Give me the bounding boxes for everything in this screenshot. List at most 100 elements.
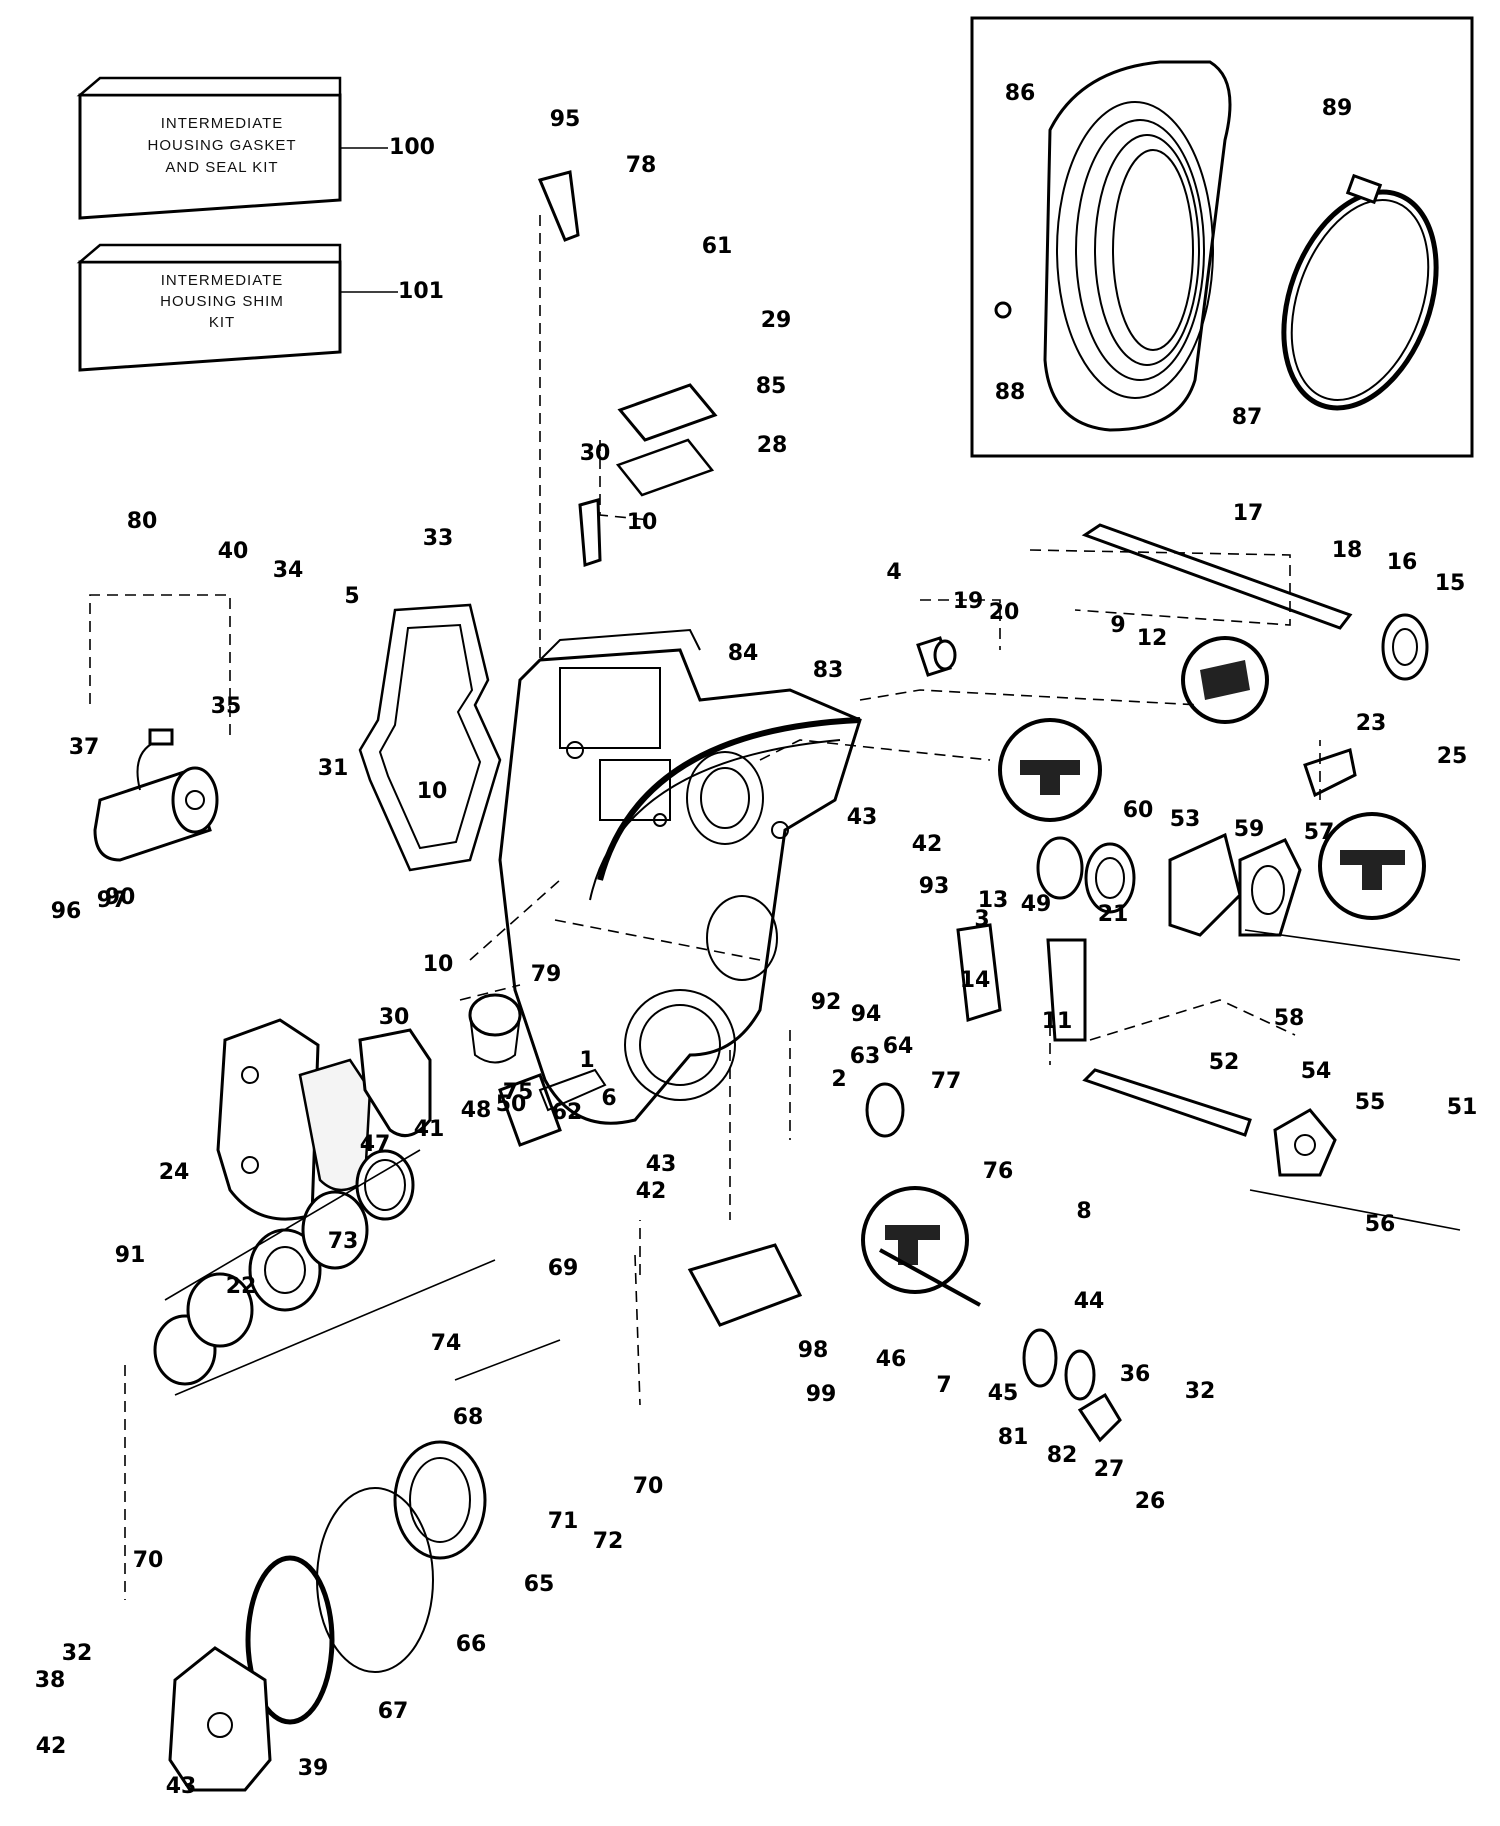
callout-67: 67 — [378, 1699, 409, 1724]
callout-12: 12 — [1137, 626, 1168, 651]
gasket-33 — [358, 603, 502, 872]
callout-62: 62 — [552, 1100, 583, 1125]
callout-43: 43 — [847, 805, 878, 830]
callout-58: 58 — [1274, 1006, 1305, 1031]
callout-65: 65 — [524, 1572, 555, 1597]
cover-85 — [617, 383, 718, 442]
callout-93: 93 — [919, 874, 950, 899]
assembly-lines — [89, 215, 1321, 1600]
callout-81: 81 — [998, 1425, 1029, 1450]
callout-44: 44 — [1074, 1289, 1105, 1314]
sleeve-19 — [916, 636, 957, 677]
pinion-gear-75 — [498, 1068, 607, 1147]
callout-95: 95 — [550, 107, 581, 132]
callout-92: 92 — [811, 990, 842, 1015]
plate-41 — [358, 1028, 432, 1138]
callout-13: 13 — [978, 888, 1009, 913]
callout-31: 31 — [318, 756, 349, 781]
callout-96: 96 — [51, 899, 82, 924]
shift-rod-46 — [879, 1248, 981, 1307]
kit-box-100: INTERMEDIATE HOUSING GASKET AND SEAL KIT — [76, 76, 342, 220]
callout-60: 60 — [1123, 798, 1154, 823]
kit-box-top — [76, 243, 342, 264]
shaft-52 — [1082, 1068, 1252, 1137]
callout-10: 10 — [423, 952, 454, 977]
seal-inset-a — [1181, 636, 1269, 724]
callout-45: 45 — [988, 1381, 1019, 1406]
callout-10: 10 — [627, 510, 658, 535]
callout-83: 83 — [813, 658, 844, 683]
callout-32: 32 — [1185, 1379, 1216, 1404]
callout-74: 74 — [431, 1331, 462, 1356]
callout-89: 89 — [1322, 96, 1353, 121]
plate-98 — [687, 1243, 803, 1327]
callout-28: 28 — [757, 433, 788, 458]
callout-66: 66 — [456, 1632, 487, 1657]
solenoid-37 — [93, 728, 219, 862]
callout-88: 88 — [995, 380, 1026, 405]
callout-52: 52 — [1209, 1050, 1240, 1075]
seal-inset-b — [998, 718, 1102, 822]
kit-text-line: HOUSING SHIM — [160, 293, 284, 310]
callout-97: 97 — [97, 888, 128, 913]
callout-6: 6 — [601, 1086, 616, 1111]
kit-callout-101: 101 — [398, 279, 444, 304]
callout-1: 1 — [579, 1048, 594, 1073]
callout-47: 47 — [360, 1132, 391, 1157]
callout-61: 61 — [702, 234, 733, 259]
callout-85: 85 — [756, 374, 787, 399]
seal-inset-d — [861, 1186, 969, 1294]
callout-25: 25 — [1437, 744, 1468, 769]
callout-42: 42 — [36, 1734, 67, 1759]
bearing-60 — [1036, 836, 1136, 914]
callout-4: 4 — [886, 560, 901, 585]
callout-3: 3 — [974, 907, 989, 932]
kit-text-line: INTERMEDIATE — [161, 115, 284, 132]
callout-35: 35 — [211, 694, 242, 719]
callout-20: 20 — [989, 600, 1020, 625]
callout-77: 77 — [931, 1069, 962, 1094]
callout-7: 7 — [936, 1373, 951, 1398]
callout-5: 5 — [344, 584, 359, 609]
callout-56: 56 — [1365, 1212, 1396, 1237]
bracket-23 — [1303, 748, 1357, 798]
kit-callout-100: 100 — [389, 135, 435, 160]
callout-75: 75 — [503, 1080, 534, 1105]
callout-70: 70 — [133, 1548, 164, 1573]
spring-81 — [1022, 1328, 1058, 1388]
callout-71: 71 — [548, 1509, 579, 1534]
callout-19: 19 — [953, 589, 984, 614]
callout-94: 94 — [851, 1002, 882, 1027]
bellows-housing — [1043, 60, 1232, 432]
plate-59 — [1168, 832, 1242, 937]
callout-49: 49 — [1021, 892, 1052, 917]
clutch-54 — [1273, 1108, 1337, 1177]
kit-text-line: INTERMEDIATE — [161, 272, 284, 289]
bracket-95 — [537, 170, 580, 242]
bracket-lines — [164, 929, 1461, 1396]
callout-46: 46 — [876, 1347, 907, 1372]
intermediate-housing — [498, 628, 862, 1125]
bushing-50 — [468, 993, 522, 1064]
callout-37: 37 — [69, 735, 100, 760]
callout-27: 27 — [1094, 1457, 1125, 1482]
callout-16: 16 — [1387, 550, 1418, 575]
callout-48: 48 — [461, 1098, 492, 1123]
callout-8: 8 — [1076, 1199, 1091, 1224]
callout-22: 22 — [226, 1274, 257, 1299]
callout-23: 23 — [1356, 711, 1387, 736]
callout-86: 86 — [1005, 81, 1036, 106]
retainer-57 — [1238, 838, 1302, 937]
callout-54: 54 — [1301, 1059, 1332, 1084]
kit-text-line: KIT — [209, 314, 235, 331]
callout-64: 64 — [883, 1034, 914, 1059]
callout-43: 43 — [646, 1152, 677, 1177]
callout-57: 57 — [1304, 820, 1335, 845]
kit-box-face — [78, 93, 342, 220]
callout-50: 50 — [496, 1092, 527, 1117]
callout-14: 14 — [960, 968, 991, 993]
inset-frame — [970, 16, 1474, 458]
